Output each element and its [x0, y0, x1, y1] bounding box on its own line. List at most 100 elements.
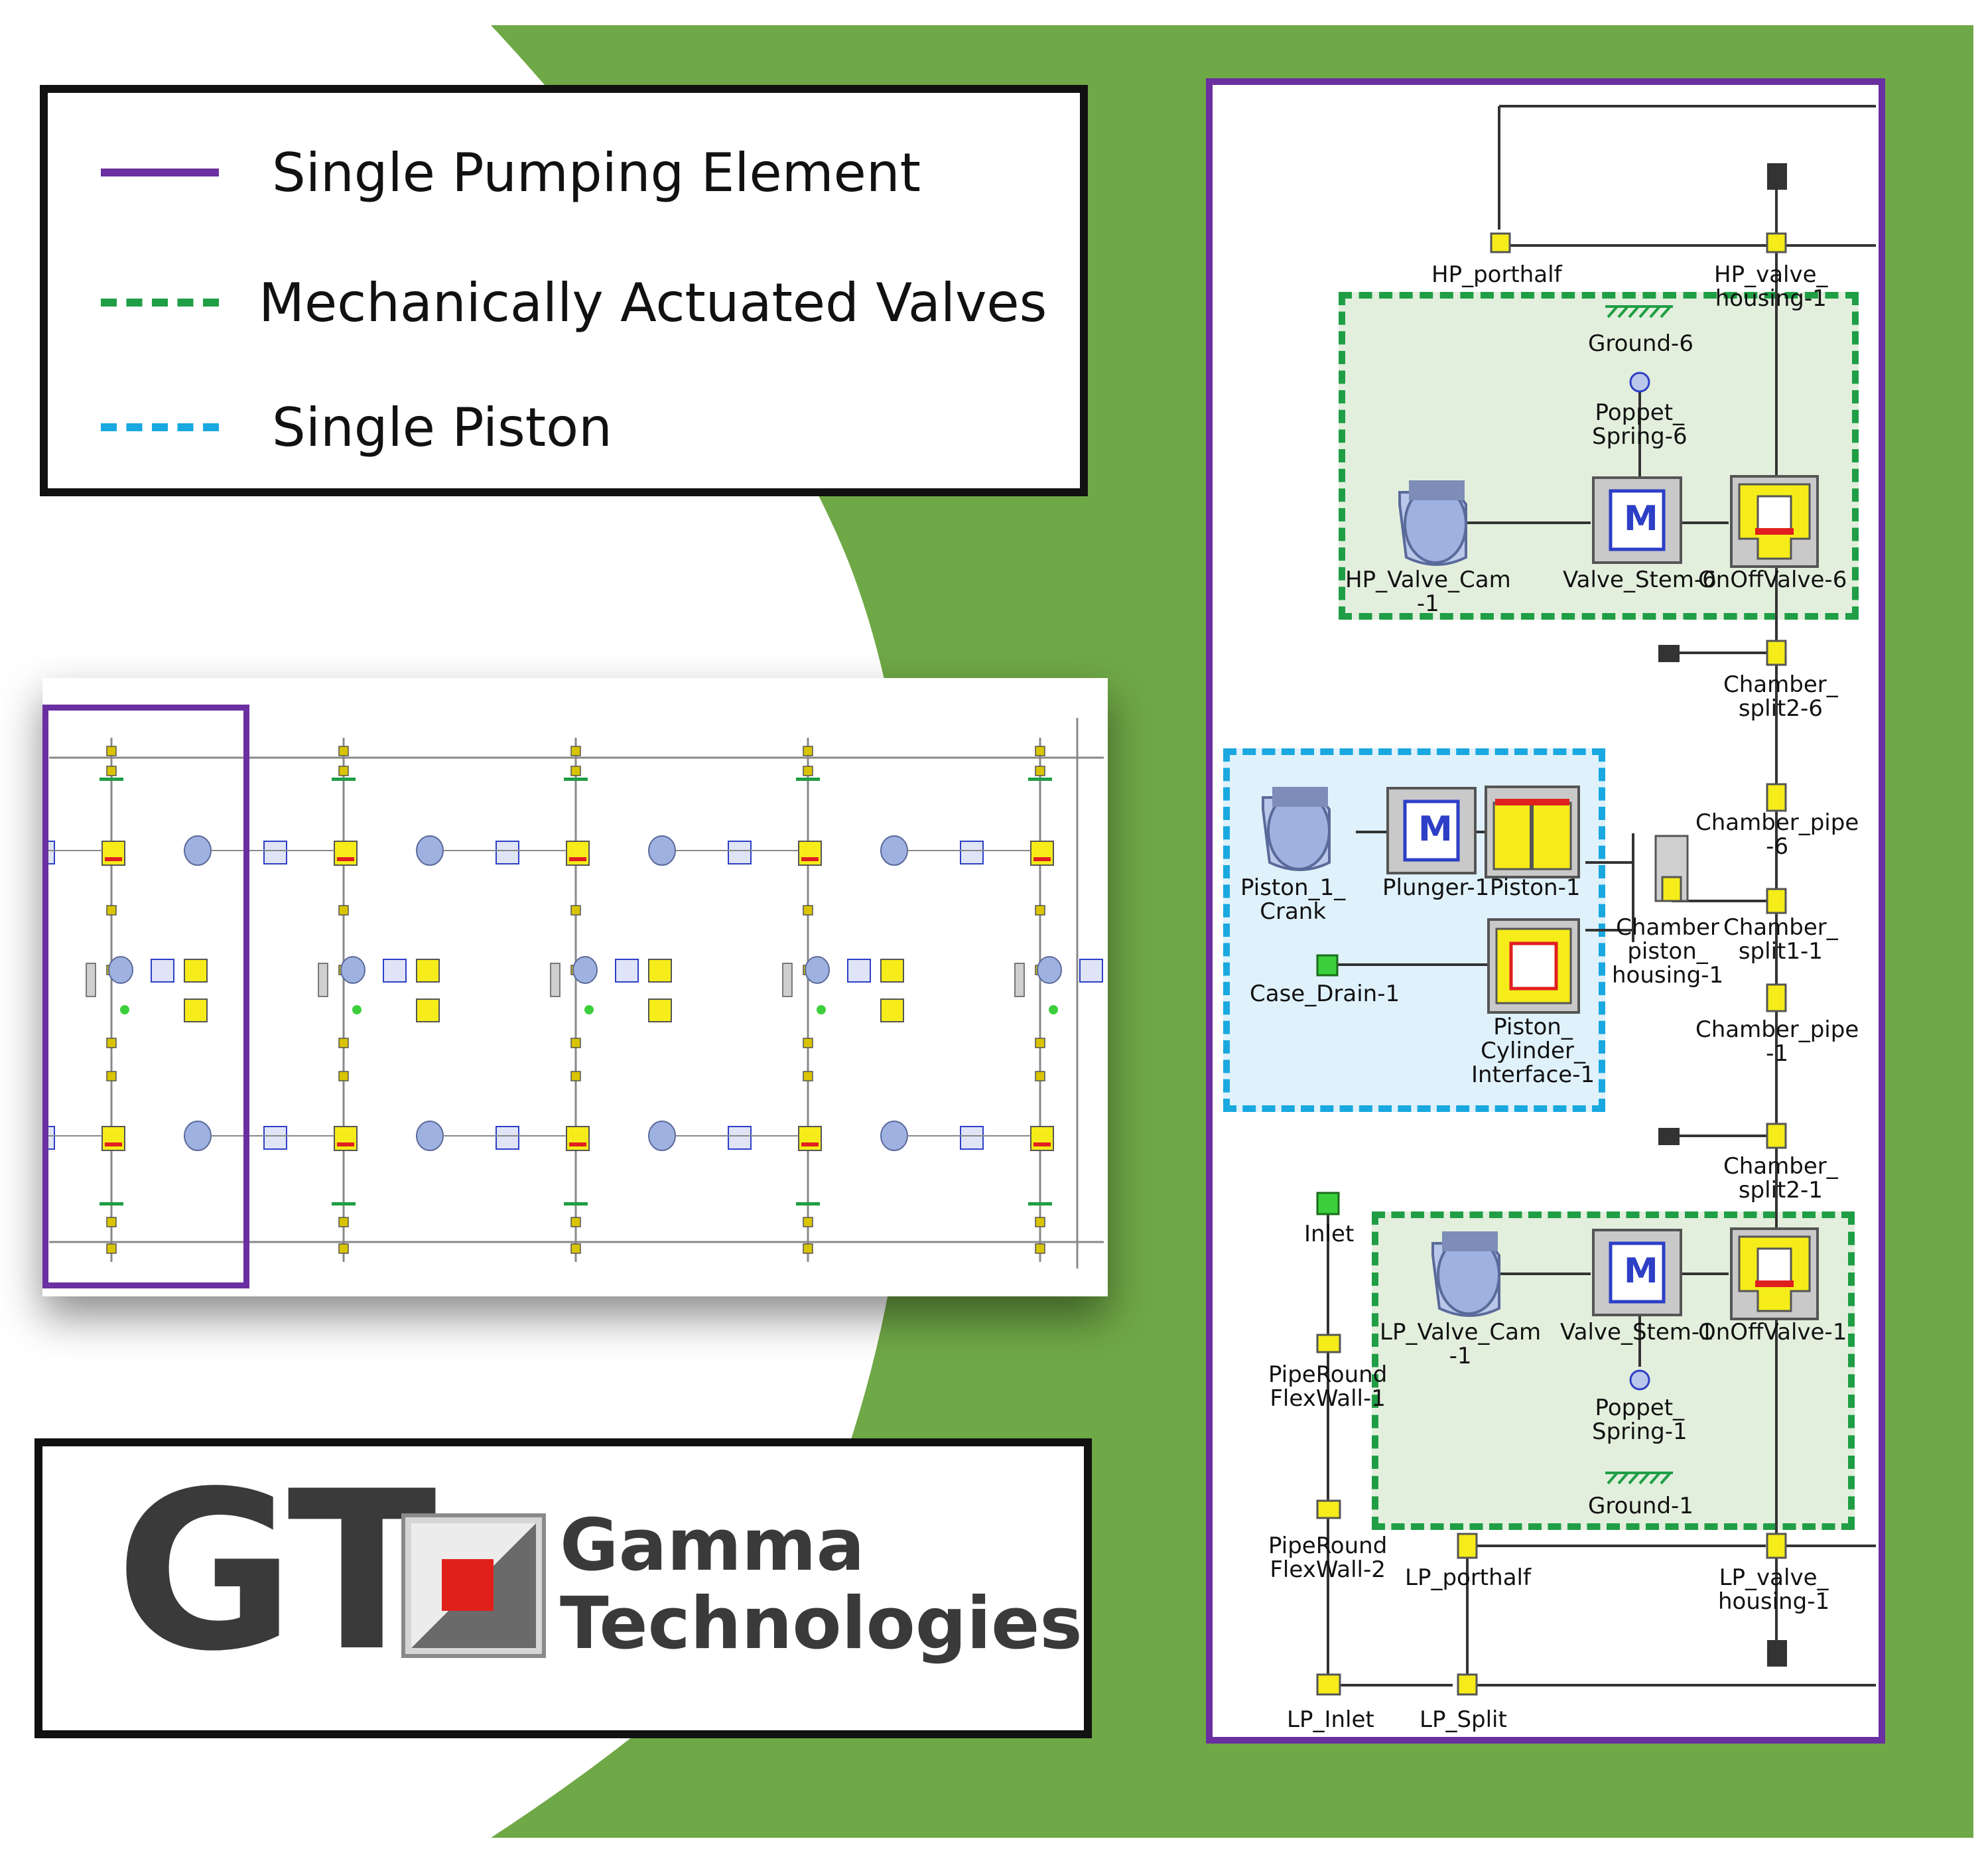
overview-valve-seat	[1033, 857, 1051, 861]
overview-schematic	[42, 718, 1104, 1269]
single-element-highlight-frame	[42, 705, 249, 1288]
overview-plunger	[847, 959, 871, 983]
label-case-drain: Case_Drain-1	[1250, 981, 1400, 1007]
overview-junction	[570, 1217, 581, 1227]
overview-junction	[570, 1071, 581, 1081]
legend-swatch-dashed-green	[101, 299, 219, 307]
poppet-spring-1-icon	[1629, 1369, 1650, 1391]
overview-chamber-housing	[550, 963, 561, 997]
onoff-valve-1-icon	[1730, 1227, 1819, 1320]
label-onoff-valve-1: OnOffValve-1	[1698, 1319, 1847, 1345]
label-piston-crank: Piston_1_ Crank	[1240, 874, 1346, 925]
overview-case-drain	[120, 1005, 129, 1014]
label-poppet-spring-1: Poppet_ Spring-1	[1592, 1395, 1688, 1445]
overview-piston	[416, 959, 440, 983]
overview-mass	[960, 1126, 984, 1150]
overview-cylinder-interface	[648, 998, 672, 1022]
overview-plunger	[151, 959, 174, 983]
overview-crank	[1037, 956, 1062, 984]
label-poppet-spring-6: Poppet_ Spring-6	[1592, 399, 1688, 450]
legend-item-valves: Mechanically Actuated Valves	[101, 263, 1047, 342]
overview-junction	[570, 1243, 581, 1254]
overview-ground	[564, 1202, 588, 1205]
chamber-piston-housing-icon	[1654, 835, 1689, 902]
overview-junction	[803, 1038, 813, 1048]
ground-hatches	[1605, 305, 1673, 1485]
poppet-spring-6-icon	[1629, 372, 1650, 393]
label-lp-valve-housing: LP_valve_ housing-1	[1718, 1564, 1830, 1615]
overview-chamber-housing	[86, 963, 96, 997]
overview-junction	[338, 1243, 349, 1254]
overview-crank	[572, 956, 598, 984]
legend-item-piston: Single Piston	[101, 387, 612, 467]
overview-junction	[338, 1071, 349, 1081]
label-chamber-split2-6: Chamber_ split2-6	[1723, 671, 1838, 722]
overview-mass	[263, 841, 287, 864]
overview-chamber-housing	[318, 963, 328, 997]
overview-crank	[805, 956, 830, 984]
label-piston-cylinder-interface: Piston_ Cylinder_ Interface-1	[1471, 1014, 1595, 1088]
overview-piston	[880, 959, 904, 983]
overview-valve-seat	[801, 857, 819, 861]
legend-label: Single Piston	[272, 396, 612, 458]
overview-junction	[1035, 746, 1045, 756]
mass-symbol: M	[1418, 809, 1453, 849]
logo-gamma: Gamma	[560, 1504, 865, 1587]
piston-crank-icon	[1262, 787, 1331, 871]
overview-ground	[99, 1202, 123, 1205]
overview-junction	[1035, 1071, 1045, 1081]
overview-junction	[803, 1071, 813, 1081]
overview-junction	[338, 905, 349, 916]
label-valve-stem-6: Valve_Stem-6	[1563, 567, 1717, 593]
hp-valve-cam-icon	[1398, 480, 1467, 566]
overview-junction	[1035, 766, 1045, 776]
overview-junction	[106, 766, 117, 776]
overview-valve-seat	[569, 1142, 586, 1146]
label-chamber-split1-1: Chamber_ split1-1	[1723, 914, 1838, 965]
overview-valve-seat	[337, 1142, 354, 1146]
overview-junction	[803, 766, 813, 776]
mass-symbol: M	[1624, 1251, 1658, 1291]
overview-plunger	[1079, 959, 1103, 983]
model-overview-thumbnail	[42, 678, 1108, 1296]
overview-crank	[108, 956, 133, 984]
overview-valve-seat	[105, 857, 122, 861]
overview-junction	[338, 1217, 349, 1227]
overview-ground	[332, 1202, 356, 1205]
overview-valve-seat	[801, 1142, 819, 1146]
legend-label: Single Pumping Element	[272, 141, 921, 204]
overview-junction	[803, 746, 813, 756]
label-lp-valve-cam: LP_Valve_Cam -1	[1380, 1319, 1542, 1369]
legend: Single Pumping Element Mechanically Actu…	[40, 85, 1088, 496]
logo-technologies: Technologies	[560, 1582, 1083, 1665]
overview-mass	[728, 1126, 752, 1150]
overview-junction	[106, 905, 117, 916]
overview-ground	[332, 778, 356, 781]
overview-chamber-housing	[1014, 963, 1025, 997]
valve-stem-6-icon	[1592, 476, 1682, 564]
overview-junction	[1035, 1038, 1045, 1048]
overview-valve-seat	[569, 857, 586, 861]
overview-case-drain	[817, 1005, 826, 1014]
label-inlet: Inlet	[1304, 1221, 1355, 1247]
mass-symbol: M	[1624, 499, 1658, 539]
overview-mass	[960, 841, 984, 864]
label-hp-valve-housing: HP_valve_ housing-1	[1714, 261, 1828, 312]
label-hp-valve-cam: HP_Valve_Cam -1	[1345, 567, 1511, 617]
overview-junction	[106, 746, 117, 756]
overview-ground	[1028, 1202, 1052, 1205]
label-chamber-piston-housing: Chamber piston_ housing-1	[1612, 914, 1724, 989]
overview-junction	[338, 746, 349, 756]
gamma-technologies-logo: GT Gamma Technologies	[34, 1438, 1092, 1738]
label-valve-stem-1: Valve_Stem-1	[1560, 1319, 1714, 1345]
label-lp-porthalf: LP_porthalf	[1405, 1564, 1531, 1591]
overview-piston	[648, 959, 672, 983]
green-endpoints	[1316, 954, 1340, 1215]
overview-cylinder-interface	[880, 998, 904, 1022]
piston-cylinder-interface-icon	[1487, 918, 1580, 1014]
boundary-caps	[1658, 163, 1787, 1667]
overview-junction	[1035, 1217, 1045, 1227]
legend-item-pumping: Single Pumping Element	[101, 133, 921, 212]
overview-case-drain	[352, 1005, 362, 1014]
